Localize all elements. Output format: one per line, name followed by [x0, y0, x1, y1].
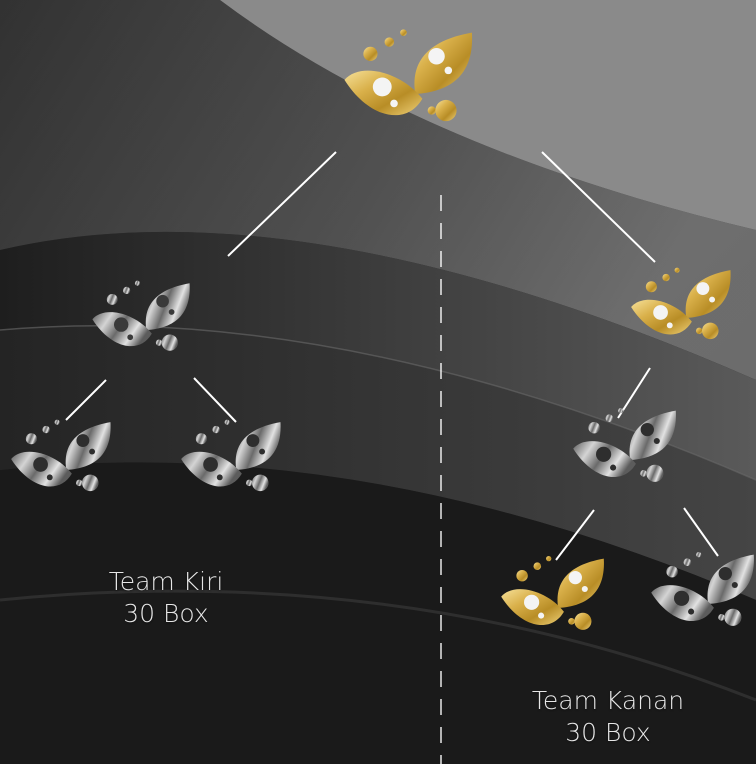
- node-right-2: [573, 407, 676, 482]
- node-right-1: [631, 267, 731, 340]
- leaf-logo-icon: [501, 555, 604, 630]
- node-left-1: [92, 280, 190, 351]
- team-left-label: Team Kiri 30 Box: [46, 566, 286, 630]
- connector-lines: [65, 151, 719, 764]
- leaf-logo-icon: [651, 551, 754, 626]
- team-right-count: 30 Box: [565, 718, 651, 747]
- leaf-logo-icon: [11, 419, 111, 492]
- team-right-label: Team Kanan 30 Box: [488, 685, 728, 749]
- connector-right1-right2: [617, 367, 651, 419]
- connector-left1-left2a: [65, 379, 107, 421]
- connector-root-left: [227, 151, 337, 257]
- connector-right2-right3b: [683, 507, 719, 557]
- connector-right2-right3a: [555, 509, 595, 561]
- leaf-logo-icon: [573, 407, 676, 482]
- node-root: [344, 29, 473, 122]
- leaf-logo-icon: [181, 419, 281, 492]
- team-left-count: 30 Box: [123, 599, 209, 628]
- connector-left1-left2b: [193, 377, 237, 423]
- node-right-3a: [501, 555, 604, 630]
- node-left-2b: [181, 419, 281, 492]
- node-right-3b: [651, 551, 754, 626]
- leaf-logo-icon: [92, 280, 190, 351]
- node-left-2a: [11, 419, 111, 492]
- leaf-logo-icon: [631, 267, 731, 340]
- leaf-logo-icon: [344, 29, 473, 122]
- team-right-name: Team Kanan: [531, 686, 685, 715]
- team-left-name: Team Kiri: [108, 567, 224, 596]
- connector-root-right: [541, 151, 656, 263]
